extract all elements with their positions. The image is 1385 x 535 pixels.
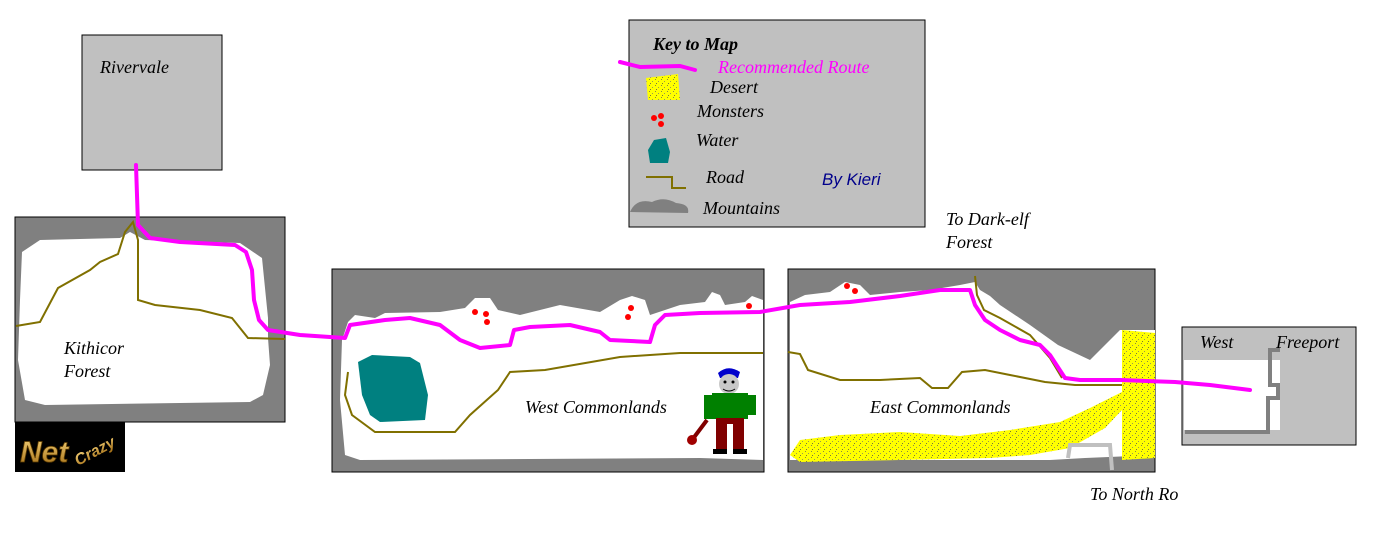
monsters-swatch	[651, 113, 664, 127]
road-swatch	[646, 176, 686, 189]
west-commonlands-open-ground	[340, 292, 763, 460]
zone-label-west-commonlands: West Commonlands	[525, 397, 667, 417]
kithicor-road	[15, 219, 286, 340]
adventurer-figure	[687, 368, 756, 454]
route-swatch	[618, 60, 697, 72]
key-monsters-label: Monsters	[696, 101, 764, 121]
key-road-label: Road	[705, 167, 745, 187]
zone-label-rivervale: Rivervale	[99, 57, 169, 77]
east-commonlands-desert-south	[790, 392, 1122, 462]
mountains-swatch	[630, 199, 689, 213]
key-author: By Kieri	[822, 170, 882, 189]
water-swatch	[648, 138, 670, 163]
map-key: Key to Map Recommended Route Desert Mons…	[618, 19, 926, 228]
west-commonlands-road	[343, 352, 763, 433]
east-commonlands-road	[787, 351, 1122, 389]
netcrazy-logo: Net Crazy	[15, 422, 125, 472]
west-commonlands-lake	[358, 355, 428, 422]
exit-label-north-ro: To North Ro	[1090, 484, 1178, 504]
freeport-wall	[1185, 348, 1280, 434]
zone-label-freeport-west: West	[1200, 332, 1234, 352]
key-route-label: Recommended Route	[717, 57, 869, 77]
desert-swatch	[646, 74, 680, 100]
west-commonlands-monsters	[472, 303, 752, 325]
east-commonlands-monsters	[844, 283, 858, 294]
zone-kithicor-forest[interactable]: Kithicor Forest	[14, 216, 286, 423]
north-ro-tunnel	[1066, 443, 1114, 471]
zone-west-commonlands[interactable]: West Commonlands	[331, 268, 765, 473]
zone-label-east-commonlands: East Commonlands	[869, 397, 1011, 417]
zone-rivervale[interactable]: Rivervale	[81, 34, 223, 171]
zone-label-kithicor-2: Forest	[63, 361, 111, 381]
logo-text-net: Net	[20, 436, 70, 469]
recommended-route	[134, 163, 1252, 392]
zone-label-kithicor-1: Kithicor	[63, 338, 125, 358]
zone-label-freeport-east: Freeport	[1275, 332, 1340, 352]
key-title: Key to Map	[652, 34, 738, 54]
freeport-west-area	[1184, 360, 1280, 430]
east-commonlands-desert-east	[1122, 330, 1155, 460]
key-desert-label: Desert	[709, 77, 759, 97]
exit-label-dark-elf-2: Forest	[945, 232, 993, 252]
exit-label-dark-elf-1: To Dark-elf	[946, 209, 1032, 229]
key-mountains-label: Mountains	[702, 198, 780, 218]
key-water-label: Water	[696, 130, 739, 150]
